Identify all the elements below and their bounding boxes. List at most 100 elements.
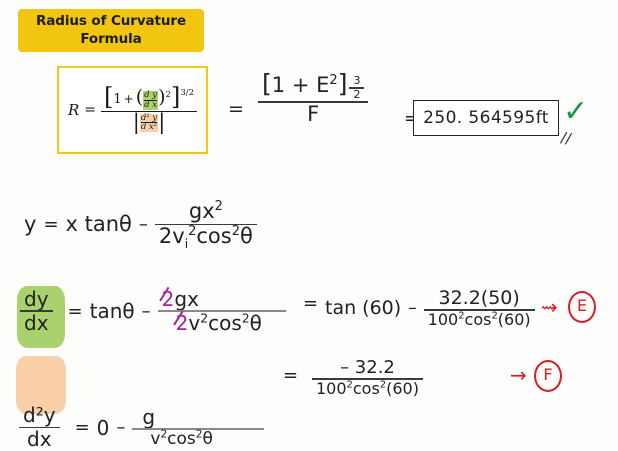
dydx-num-g: g [174,287,188,311]
dydx-result-bar [423,309,535,311]
d2ydx-fraction: g v2cos2θ [132,405,265,450]
numerator-paren-close: ) [158,85,166,108]
substitution-equals: = [228,98,244,120]
d2ydx-lhs-bar [19,426,60,429]
dydx-num-cancelled-2: 2 [161,287,175,311]
numerator-inner-exponent: 2 [165,89,171,100]
eqy-den-2: 2 [158,224,173,249]
dydx-fraction: 2gx 2v2cos2θ [157,287,286,335]
slash-marks: // [559,128,573,148]
abs-bar-right: | [158,109,166,134]
d2ydx-result-den-angle: (60) [386,378,419,398]
sub-one: 1 [271,73,286,97]
d2ydx-frac-den: v2cos2θ [146,428,216,450]
dydx-den-cos: cos [208,310,242,335]
dydx-lhs-den: dx [24,310,49,335]
d2y-dx2-term: d² y d x² [139,113,159,133]
dy-dx-term: d y d x [143,89,159,110]
eqy-den-cos-exponent: 2 [231,224,241,240]
formula-denominator: | d² y d x² | [130,109,169,134]
dx-denominator: d x [144,99,158,110]
abs-bar-left: | [132,109,140,134]
eqy-x: x [202,199,215,223]
dydx-den-theta: θ [249,310,262,335]
dydx-den-v-exponent: 2 [200,310,209,326]
equation-d2ydx: d²y dx = 0 – g v2cos2θ [19,403,618,451]
formula-numerator: [ 1 + ( d y d x ) 2 ] 3/2 [101,85,197,111]
d2ydx-equals: = [74,417,90,439]
equation-dydx-row: dy dx = tanθ – 2gx 2v2cos2θ [20,288,618,334]
sub-open-bracket: [ [262,69,272,98]
formula-fraction: [ 1 + ( d y d x ) 2 ] 3/2 | [101,85,198,134]
eqy-den-v: v [172,224,185,249]
numerator-one: 1 [113,91,122,107]
dx2-denominator: d x² [140,122,158,133]
numerator-plus: + [123,91,134,106]
d2ydx-den-cos: cos [167,429,196,450]
dydx-result-den-100: 100 [427,309,459,329]
answer-value: 250. 564595ft [423,108,549,128]
equation-d2ydx-row: d²y dx = 0 – g v2cos2θ [19,403,618,451]
d2ydx-den-cos-exponent: 2 [195,428,203,441]
formula-equals: = [84,102,97,118]
dydx-equals: = [67,300,83,322]
eqy-den-v-sub: i [184,237,189,252]
equation-y-frac-num: gx2 [185,199,227,224]
d2ydx-zero: 0 [96,415,110,440]
dydx-result-minus: – [408,298,417,319]
dydx-lhs-num: dy [24,287,49,311]
numerator-outer-exponent: 3/2 [180,87,195,98]
dydx-den-v: v [188,310,201,335]
dydx-frac-num: 2gx [158,287,203,311]
sub-exponent-bar [349,87,365,89]
d2ydx-den-v: v [150,429,161,450]
title-line-2: Formula [80,30,142,47]
dydx-frac-bar [157,310,286,312]
dydx-term1: tanθ [89,299,135,324]
dydx-result-den-cos: cos [464,309,492,329]
equation-y-lhs: y [24,212,37,237]
d2ydx-frac-num: g [142,405,156,430]
d2ydx-result-den: 1002cos2(60) [312,378,423,398]
sub-close-bracket: ] [337,69,348,98]
equation-y-row: y = x tanθ – gx2 2vi2cos2θ [24,199,257,252]
equation-y-equals: = [43,213,59,235]
d2ydx-minus: – [116,417,126,439]
dydx-result-row: tan (60) – 32.2(50) 1002cos2(60) [325,287,535,329]
d2ydx-lhs: d²y dx [19,403,60,451]
dydx-highlight [17,286,65,348]
d2ydx-result-fraction: – 32.2 1002cos2(60) [312,357,423,398]
sub-E-exponent: 2 [329,73,338,88]
annotation-arrow-e-icon: ⇝ [541,295,558,319]
dydx-result-fraction: 32.2(50) 1002cos2(60) [423,287,535,329]
eqy-den-theta: θ [240,224,253,249]
formula-variable-R: R [67,101,80,119]
eqy-den-v-exponent: 2 [188,224,197,240]
annotation-label-e: E [568,291,596,323]
equation-y-fraction: gx2 2vi2cos2θ [154,199,257,252]
dy-numerator: d y [144,89,158,100]
numerator-paren-open: ( [135,85,144,108]
dydx-lhs: dy dx [20,288,53,334]
formula-box: R = [ 1 + ( d y d x ) 2 ] 3/2 [57,66,208,154]
eqy-x-exponent: 2 [214,199,223,214]
answer-box: 250. 564595ft [413,100,559,136]
dydx-result-den: 1002cos2(60) [424,309,535,329]
eqy-g: g [188,199,203,223]
d2ydx-result-equals: = [283,365,299,386]
equation-y-term1: x tanθ [65,212,132,237]
dydx-result-den-100-exponent: 2 [458,310,465,322]
equation-y-frac-den: 2vi2cos2θ [155,224,257,252]
d2ydx-result: – 32.2 1002cos2(60) [312,357,423,398]
check-icon: ✓ [563,94,589,129]
annotation-arrow-f-icon: → [510,363,527,387]
dydx-minus: – [141,300,151,322]
d2ydx-result-den-cos-exponent: 2 [379,379,387,391]
d2ydx-lhs-num: d²y [23,403,56,428]
title-line-1: Radius of Curvature [35,12,187,29]
d2y-dx2-bar [140,122,158,124]
d2ydx-den-theta: θ [202,429,213,450]
